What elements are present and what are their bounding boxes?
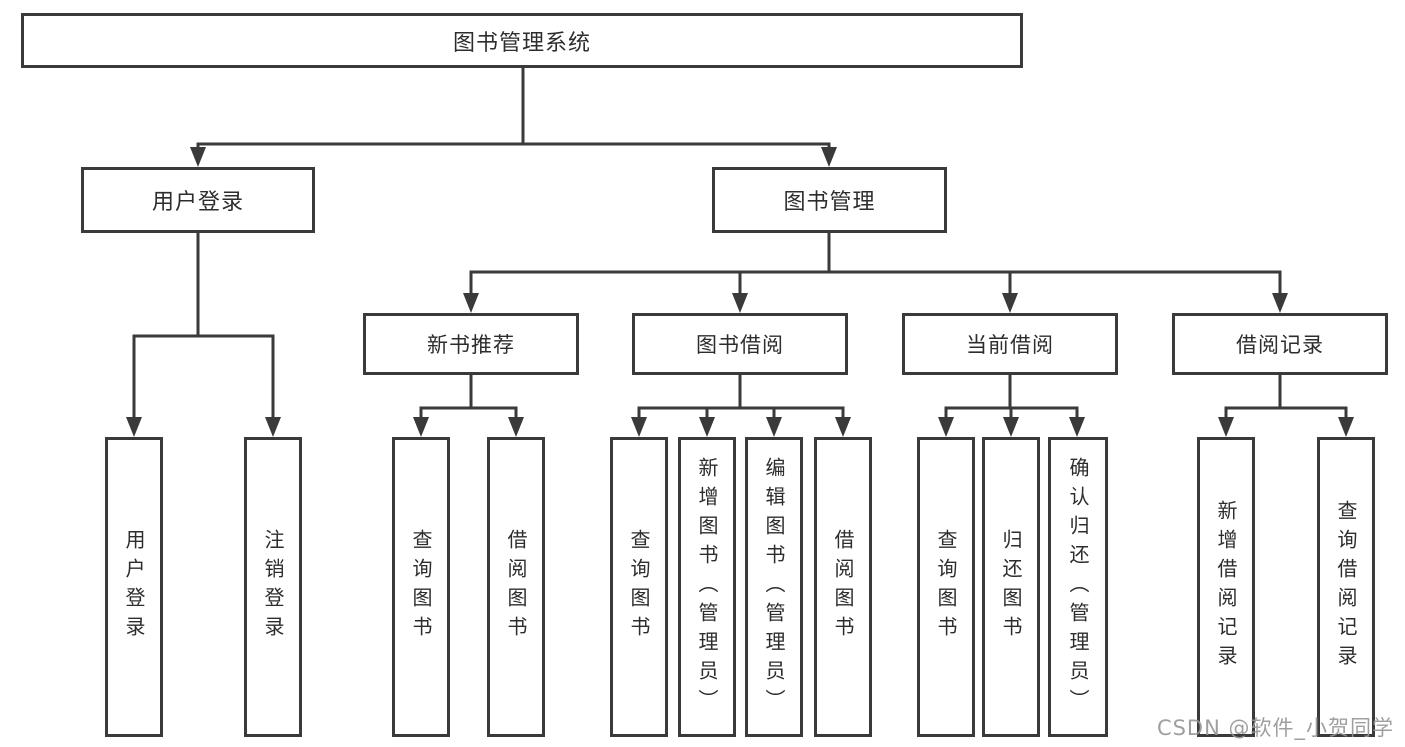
node-current-borrowing: 当前借阅 bbox=[902, 313, 1118, 375]
node-book-borrowing: 图书借阅 bbox=[632, 313, 848, 375]
leaf-logout: 注销登录 bbox=[244, 437, 302, 737]
leaf-label: 借阅图书 bbox=[504, 529, 528, 645]
node-label: 图书借阅 bbox=[696, 333, 784, 357]
node-new-book-recommendation: 新书推荐 bbox=[363, 313, 579, 375]
leaf-label: 查询图书 bbox=[627, 529, 651, 645]
node-label: 当前借阅 bbox=[966, 333, 1054, 357]
node-borrowing-records: 借阅记录 bbox=[1172, 313, 1388, 375]
leaf-label: 注销登录 bbox=[261, 529, 285, 645]
leaf-label: 借阅图书 bbox=[831, 529, 855, 645]
leaf-query-books-borrow: 查询图书 bbox=[610, 437, 668, 737]
node-library-management-system: 图书管理系统 bbox=[21, 13, 1023, 68]
leaf-label: 编辑图书（管理员） bbox=[762, 456, 786, 718]
node-label: 新书推荐 bbox=[427, 333, 515, 357]
leaf-edit-book-admin: 编辑图书（管理员） bbox=[745, 437, 803, 737]
leaf-label: 查询图书 bbox=[934, 529, 958, 645]
csdn-watermark: CSDN @软件_小贺同学 bbox=[1156, 716, 1394, 740]
leaf-label: 归还图书 bbox=[999, 529, 1023, 645]
leaf-borrow-books: 借阅图书 bbox=[814, 437, 872, 737]
leaf-user-login: 用户登录 bbox=[105, 437, 163, 737]
node-label: 用户登录 bbox=[151, 190, 244, 215]
node-user-login: 用户登录 bbox=[81, 167, 315, 233]
leaf-add-book-admin: 新增图书（管理员） bbox=[678, 437, 736, 737]
leaf-add-borrow-record: 新增借阅记录 bbox=[1197, 437, 1255, 737]
leaf-label: 查询图书 bbox=[409, 529, 433, 645]
leaf-return-book: 归还图书 bbox=[982, 437, 1040, 737]
leaf-label: 用户登录 bbox=[122, 529, 146, 645]
leaf-query-books-current: 查询图书 bbox=[917, 437, 975, 737]
leaf-confirm-return-admin: 确认归还（管理员） bbox=[1048, 437, 1108, 737]
node-label: 图书管理系统 bbox=[452, 30, 591, 56]
node-label: 借阅记录 bbox=[1236, 333, 1324, 357]
leaf-query-books-recommend: 查询图书 bbox=[392, 437, 450, 737]
node-book-management: 图书管理 bbox=[712, 167, 947, 233]
leaf-label: 确认归还（管理员） bbox=[1066, 456, 1090, 718]
node-label: 图书管理 bbox=[783, 190, 876, 215]
leaf-label: 新增图书（管理员） bbox=[695, 456, 719, 718]
leaf-borrow-books-recommend: 借阅图书 bbox=[487, 437, 545, 737]
leaf-query-borrow-record: 查询借阅记录 bbox=[1317, 437, 1375, 737]
leaf-label: 新增借阅记录 bbox=[1214, 500, 1238, 674]
leaf-label: 查询借阅记录 bbox=[1334, 500, 1358, 674]
